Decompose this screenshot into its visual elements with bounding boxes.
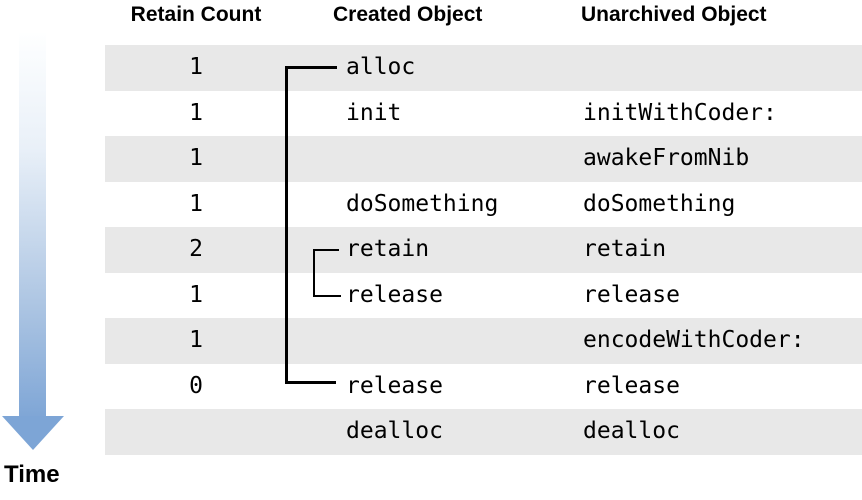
unarchived-object-cell: initWithCoder:	[583, 99, 777, 126]
retain-count-cell: 1	[189, 99, 203, 126]
retain-count-cell: 0	[189, 372, 203, 399]
unarchived-object-cell: encodeWithCoder:	[583, 327, 805, 353]
retain-count-cell: 1	[189, 327, 203, 353]
lifecycle-table: 1 alloc 1 init initWithCoder: 1 awakeFro…	[105, 45, 862, 455]
unarchived-object-cell: release	[583, 281, 680, 308]
table-row: 1 awakeFromNib	[105, 136, 862, 182]
table-row: 1 doSomething doSomething	[105, 181, 862, 227]
unarchived-object-cell: awakeFromNib	[583, 145, 750, 171]
table-row: 1 init initWithCoder:	[105, 90, 862, 136]
retain-count-cell: 2	[189, 236, 203, 262]
retain-count-cell: 1	[189, 145, 203, 171]
time-axis-label: Time	[4, 461, 60, 488]
unarchived-object-cell: retain	[583, 236, 667, 262]
created-object-cell: release	[346, 372, 443, 399]
created-object-cell: dealloc	[346, 418, 443, 444]
bracket-retain-release-vertical-line	[312, 248, 315, 297]
created-object-cell: retain	[346, 236, 430, 262]
created-object-cell: init	[346, 99, 402, 126]
retain-count-cell	[105, 409, 287, 455]
table-row: 2 retain retain	[105, 227, 862, 273]
bracket-final-release-stub-line	[285, 381, 336, 384]
bracket-retain-stub-line	[312, 248, 339, 251]
table-row: dealloc dealloc	[105, 409, 862, 455]
time-arrow-shaft	[19, 33, 46, 417]
header-created-object: Created Object	[333, 3, 483, 26]
bracket-alloc-stub-line	[285, 66, 337, 69]
created-object-cell: doSomething	[346, 190, 499, 217]
unarchived-object-cell: doSomething	[583, 190, 736, 217]
bracket-alloc-release-vertical-line	[285, 66, 288, 384]
time-arrow-head	[2, 416, 64, 450]
unarchived-object-cell: release	[583, 372, 680, 399]
bracket-release-stub-line	[312, 294, 341, 297]
table-row: 1 alloc	[105, 45, 862, 91]
created-object-cell: release	[346, 281, 443, 308]
table-row: 1 encodeWithCoder:	[105, 318, 862, 364]
unarchived-object-cell: dealloc	[583, 418, 680, 444]
retain-count-cell: 1	[189, 281, 203, 308]
retain-count-cell: 1	[189, 190, 203, 217]
created-object-cell: alloc	[346, 54, 416, 80]
table-row: 1 release release	[105, 272, 862, 318]
table-row: 0 release release	[105, 363, 862, 409]
retain-count-cell: 1	[189, 54, 203, 80]
header-unarchived-object: Unarchived Object	[581, 3, 767, 26]
header-retain-count: Retain Count	[130, 3, 262, 26]
